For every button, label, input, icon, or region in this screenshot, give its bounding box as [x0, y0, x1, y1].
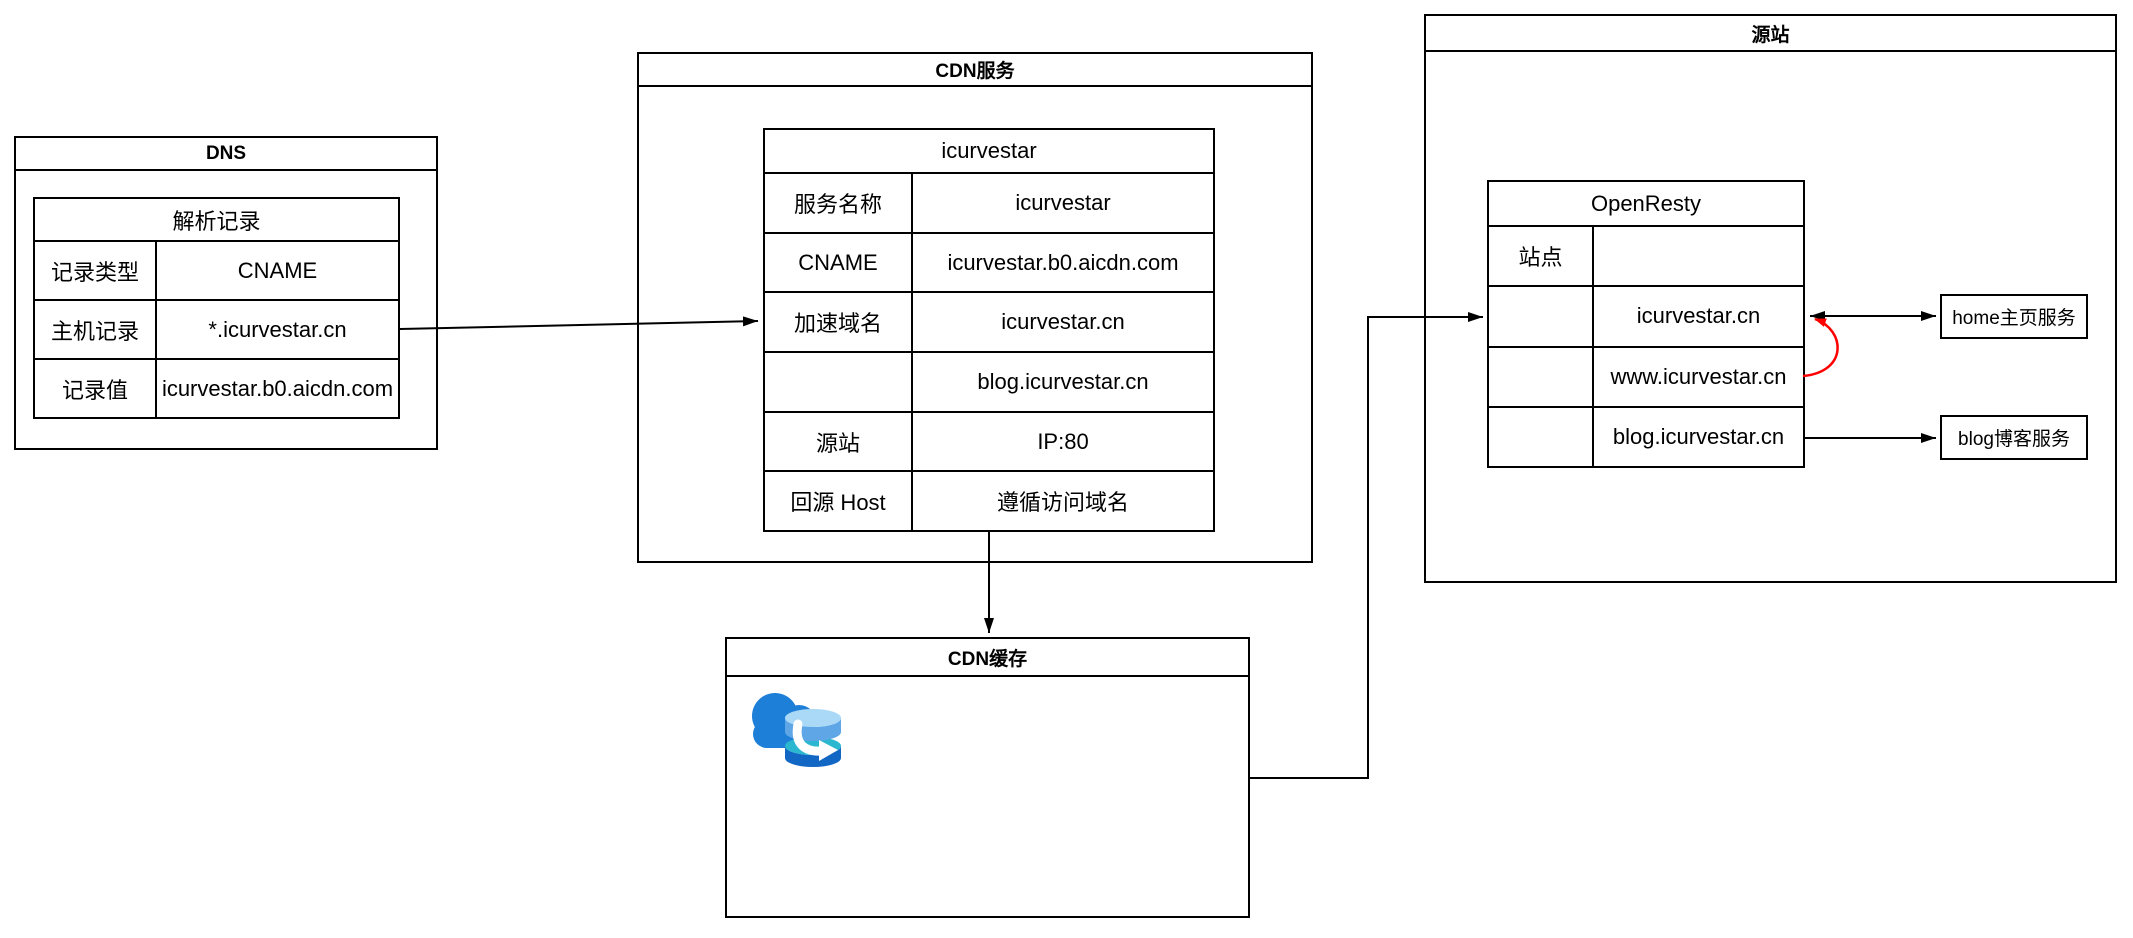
row-label: [1489, 347, 1594, 406]
openresty-table-title: OpenResty: [1489, 182, 1803, 227]
row-value: blog.icurvestar.cn: [977, 368, 1149, 394]
cdn-service-box-title: CDN服务: [639, 54, 1311, 87]
openresty-table: OpenResty 站点 icurvestar.cn www.icurvesta…: [1487, 180, 1805, 468]
table-row: 服务名称 icurvestar: [765, 174, 1213, 234]
cdn-service-table-title: icurvestar: [765, 130, 1213, 174]
table-row: blog.icurvestar.cn: [1489, 407, 1803, 466]
row-label: [765, 353, 913, 411]
row-value: icurvestar.cn: [1001, 309, 1125, 335]
blog-service-label: blog博客服务: [1958, 429, 2070, 450]
table-row: 记录值 icurvestar.b0.aicdn.com: [35, 360, 398, 417]
cdn-service-table: icurvestar 服务名称 icurvestar CNAME icurves…: [763, 128, 1215, 532]
row-value: icurvestar: [1015, 189, 1111, 215]
dns-table-title: 解析记录: [35, 199, 398, 242]
row-label: 加速域名: [765, 293, 913, 352]
table-row: 站点: [1489, 227, 1803, 288]
table-row: blog.icurvestar.cn: [765, 353, 1213, 413]
table-row: 主机记录 *.icurvestar.cn: [35, 301, 398, 360]
blog-service-box: blog博客服务: [1940, 415, 2088, 460]
home-service-box: home主页服务: [1940, 294, 2088, 339]
row-value: CNAME: [237, 257, 318, 283]
table-row: 加速域名 icurvestar.cn: [765, 293, 1213, 354]
row-value: www.icurvestar.cn: [1610, 363, 1787, 389]
row-label: [1489, 287, 1594, 346]
row-label: CNAME: [765, 233, 913, 292]
row-value: 遵循访问域名: [996, 490, 1129, 516]
dns-box-title: DNS: [16, 138, 436, 171]
row-label: 记录类型: [35, 242, 157, 299]
row-value: IP:80: [1037, 428, 1089, 454]
row-value: icurvestar.b0.aicdn.com: [947, 249, 1179, 275]
row-label: 源站: [765, 412, 913, 471]
sync-arrow-icon: [792, 719, 838, 761]
row-label: [1489, 407, 1594, 466]
table-row: 记录类型 CNAME: [35, 242, 398, 301]
table-row: www.icurvestar.cn: [1489, 347, 1803, 408]
table-row: 源站 IP:80: [765, 412, 1213, 473]
row-value: icurvestar.b0.aicdn.com: [161, 375, 394, 401]
table-row: CNAME icurvestar.b0.aicdn.com: [765, 233, 1213, 294]
row-value: [1594, 227, 1803, 285]
row-value: icurvestar.cn: [1636, 303, 1761, 329]
row-value: blog.icurvestar.cn: [1612, 423, 1785, 449]
row-label: 回源 Host: [765, 472, 913, 531]
row-label: 记录值: [35, 360, 157, 417]
cdn-cache-box: CDN缓存: [725, 637, 1250, 918]
table-row: 回源 Host 遵循访问域名: [765, 472, 1213, 531]
row-label: 站点: [1489, 227, 1594, 286]
cdn-cache-box-title: CDN缓存: [727, 639, 1248, 677]
cloud-database-sync-icon: [752, 693, 841, 767]
origin-box-title: 源站: [1426, 16, 2115, 52]
row-label: 服务名称: [765, 174, 913, 232]
table-row: icurvestar.cn: [1489, 287, 1803, 348]
dns-record-table: 解析记录 记录类型 CNAME 主机记录 *.icurvestar.cn 记录值…: [33, 197, 400, 419]
row-value: *.icurvestar.cn: [208, 316, 347, 342]
row-label: 主机记录: [35, 301, 157, 358]
home-service-label: home主页服务: [1952, 308, 2076, 329]
